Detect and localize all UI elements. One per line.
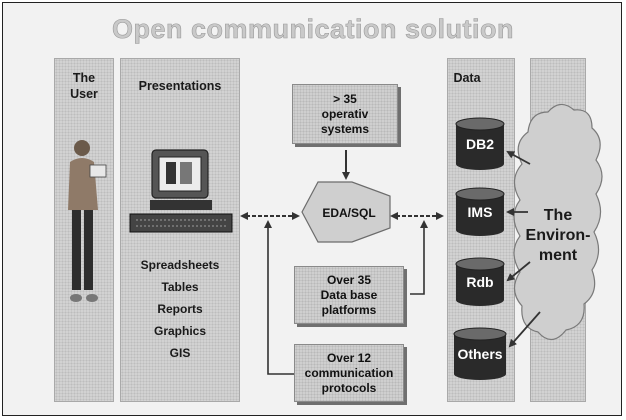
others-cylinder-icon	[453, 327, 507, 380]
presentations-column-label: Presentations	[138, 79, 222, 93]
protocols-box: Over 12 communication protocols	[294, 344, 404, 402]
list-item-graphics: Graphics	[153, 324, 207, 338]
list-item-tables: Tables	[161, 280, 199, 294]
cloud-to-rdb-arrow	[506, 261, 531, 282]
rdb-label: Rdb	[466, 274, 494, 290]
list-item-spreadsheets: Spreadsheets	[140, 258, 220, 272]
ims-cylinder-icon	[455, 187, 505, 236]
environment-cloud-icon	[513, 103, 603, 341]
rdb-cylinder-icon	[455, 257, 505, 306]
computer-icon	[129, 149, 233, 233]
operating-systems-box: > 35 operativ systems	[292, 84, 398, 144]
user-column-label: The User	[70, 71, 98, 101]
list-item-gis: GIS	[169, 346, 191, 360]
protocols-connector	[264, 220, 294, 375]
db2-cylinder-icon	[455, 117, 505, 170]
data-column-label: Data	[453, 71, 481, 85]
environment-label: The Environ- ment	[525, 207, 591, 264]
user-figure-icon	[68, 140, 107, 302]
diagram-title: Open communication solution	[111, 14, 514, 45]
database-platforms-box: Over 35 Data base platforms	[294, 266, 404, 324]
eda-sql-shape	[301, 181, 391, 243]
ims-label: IMS	[467, 204, 493, 220]
cloud-to-others-arrow	[508, 311, 541, 348]
platforms-connector	[410, 220, 428, 295]
cloud-to-db2-arrow	[506, 151, 531, 165]
list-item-reports: Reports	[157, 302, 203, 316]
db2-label: DB2	[465, 136, 494, 152]
others-label: Others	[457, 346, 503, 362]
eda-sql-label: EDA/SQL	[322, 205, 376, 220]
